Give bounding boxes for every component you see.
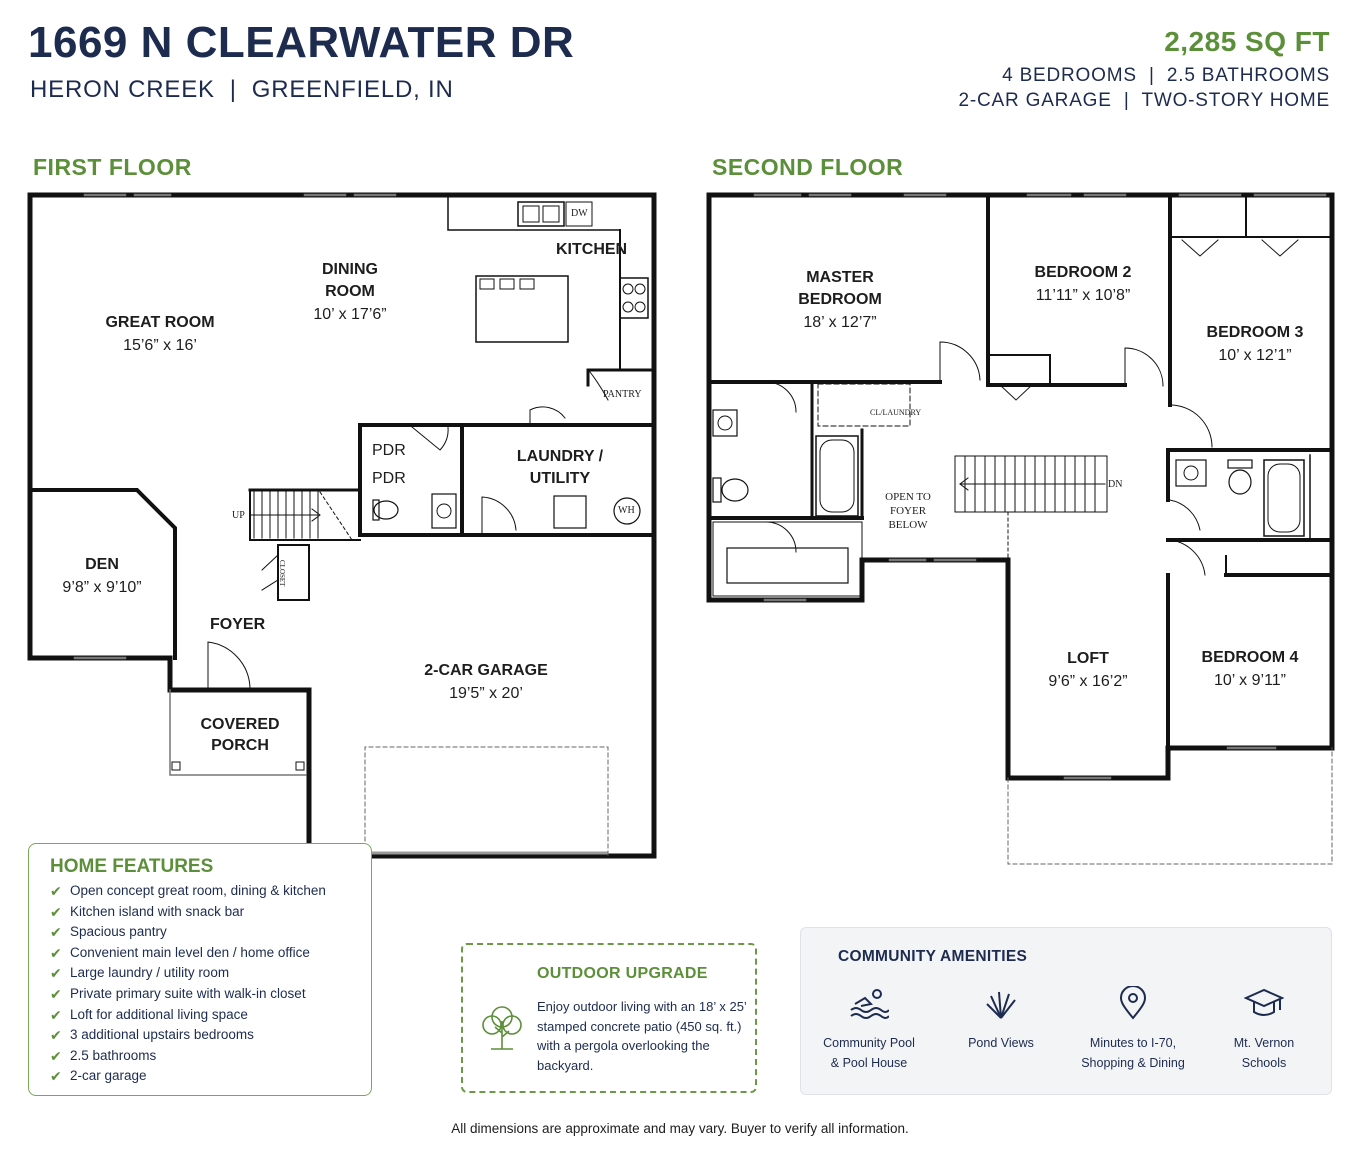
stairs-up-label: UP (232, 510, 245, 521)
loft-label: LOFT (1067, 650, 1109, 667)
den-dim: 9’8” x 9’10” (62, 579, 142, 596)
amenity-label-1: Pond Views (968, 1036, 1034, 1050)
foyer-closet-label: CLOSET (278, 560, 286, 587)
water-heater-label: WH (618, 505, 635, 516)
feature-item: ✔Large laundry / utility room (50, 963, 326, 984)
check-icon: ✔ (50, 985, 62, 1002)
amenity-label-1: Mt. Vernon (1233, 1036, 1295, 1050)
check-icon: ✔ (50, 944, 62, 961)
feature-item: ✔Spacious pantry (50, 922, 326, 943)
bedroom-2-label: BEDROOM 2 (1034, 264, 1132, 281)
community-amenities-panel: COMMUNITY AMENITIES Community Pool & Pool… (800, 927, 1332, 1095)
pantry-label: PANTRY (603, 389, 642, 400)
spec-line-beds-baths: 4 BEDROOMS | 2.5 BATHROOMS (1002, 65, 1330, 86)
stairs-down-label: DN (1108, 479, 1123, 490)
check-icon: ✔ (50, 1047, 62, 1064)
check-icon: ✔ (50, 1027, 62, 1044)
feature-item: ✔Open concept great room, dining & kitch… (50, 881, 326, 902)
porch-label-2: PORCH (211, 737, 269, 754)
bedroom-3-label: BEDROOM 3 (1206, 324, 1304, 341)
second-floor-label: SECOND FLOOR (712, 154, 904, 180)
feature-item: ✔Loft for additional living space (50, 1005, 326, 1026)
feature-item: ✔Private primary suite with walk-in clos… (50, 984, 326, 1005)
open-to-foyer-label-3: BELOW (888, 519, 928, 531)
laundry-label-2: UTILITY (529, 470, 591, 487)
first-floor-label: FIRST FLOOR (33, 154, 192, 180)
property-location: HERON CREEK | GREENFIELD, IN (30, 76, 454, 103)
master-bedroom-label-1: MASTER (806, 269, 874, 286)
garage-dim: 19’5” x 20’ (449, 685, 523, 702)
first-floor-plan (27, 192, 657, 859)
amenities-title: COMMUNITY AMENITIES (838, 948, 1028, 965)
home-features-list: ✔Open concept great room, dining & kitch… (50, 881, 326, 1087)
pdr-label-1: PDR (372, 442, 406, 459)
porch-label-1: COVERED (200, 716, 280, 733)
feature-item: ✔Convenient main level den / home office (50, 943, 326, 964)
open-to-foyer-label-1: OPEN TO (885, 491, 931, 503)
amenity-label-1: Minutes to I-70, (1089, 1036, 1177, 1050)
amenity-label-2: Schools (1241, 1056, 1287, 1070)
outdoor-upgrade-title: OUTDOOR UPGRADE (537, 965, 708, 982)
bedroom-2-dim: 11’11” x 10’8” (1035, 287, 1131, 304)
foyer-label: FOYER (210, 616, 266, 633)
great-room-label: GREAT ROOM (105, 314, 215, 331)
amenity-item: Community Pool & Pool House (804, 986, 934, 1073)
laundry-label-1: LAUNDRY / (516, 448, 604, 465)
check-icon: ✔ (50, 965, 62, 982)
amenity-label-1: Community Pool (823, 1036, 915, 1050)
disclaimer: All dimensions are approximate and may v… (451, 1121, 909, 1136)
amenity-item: Minutes to I-70, Shopping & Dining (1068, 985, 1198, 1073)
location-pin-icon (1119, 985, 1147, 1020)
bedroom-4-label: BEDROOM 4 (1201, 649, 1299, 666)
home-features-title: HOME FEATURES (50, 856, 214, 877)
amenity-item: Pond Views (936, 986, 1066, 1053)
tree-icon (482, 1006, 522, 1050)
master-bedroom-dim: 18’ x 12’7” (803, 314, 877, 331)
graduation-cap-icon (1243, 988, 1285, 1016)
spec-line-garage-type: 2-CAR GARAGE | TWO-STORY HOME (958, 90, 1330, 111)
second-floor-plan (706, 192, 1335, 865)
bedroom-3-dim: 10’ x 12’1” (1218, 347, 1292, 364)
check-icon: ✔ (50, 903, 62, 920)
feature-item: ✔2.5 bathrooms (50, 1046, 326, 1067)
great-room-dim: 15’6” x 16’ (123, 337, 197, 354)
check-icon: ✔ (50, 883, 62, 899)
grass-icon (986, 991, 1016, 1019)
amenity-label-2: & Pool House (830, 1056, 908, 1070)
pool-icon (850, 989, 890, 1019)
feature-item: ✔Kitchen island with snack bar (50, 902, 326, 923)
open-to-foyer-label-2: FOYER (889, 505, 927, 517)
den-label: DEN (85, 556, 119, 573)
square-footage: 2,285 SQ FT (1164, 26, 1330, 57)
dining-room-label-2: ROOM (325, 283, 375, 300)
master-bedroom-label-2: BEDROOM (798, 291, 882, 308)
feature-item: ✔2-car garage (50, 1066, 326, 1087)
dining-room-dim: 10’ x 17’6” (313, 306, 387, 323)
check-icon: ✔ (50, 924, 62, 941)
check-icon: ✔ (50, 1068, 62, 1085)
pdr-label-2: PDR (372, 470, 406, 487)
loft-dim: 9’6” x 16’2” (1048, 673, 1128, 690)
closet-label: CL/LAUNDRY (870, 408, 922, 417)
outdoor-upgrade-panel: OUTDOOR UPGRADE Enjoy outdoor living wit… (461, 943, 757, 1093)
outdoor-upgrade-text: Enjoy outdoor living with an 18’ x 25’ s… (537, 999, 747, 1073)
property-address: 1669 N CLEARWATER DR (28, 18, 575, 67)
check-icon: ✔ (50, 1006, 62, 1023)
dishwasher-label: DW (571, 208, 588, 219)
feature-item: ✔3 additional upstairs bedrooms (50, 1025, 326, 1046)
kitchen-label: KITCHEN (556, 241, 628, 258)
dining-room-label-1: DINING (322, 261, 378, 278)
garage-label: 2-CAR GARAGE (424, 662, 548, 679)
amenity-label-2: Shopping & Dining (1081, 1056, 1185, 1070)
home-features-panel: HOME FEATURES ✔Open concept great room, … (28, 843, 372, 1096)
bedroom-4-dim: 10’ x 9’11” (1213, 672, 1287, 689)
